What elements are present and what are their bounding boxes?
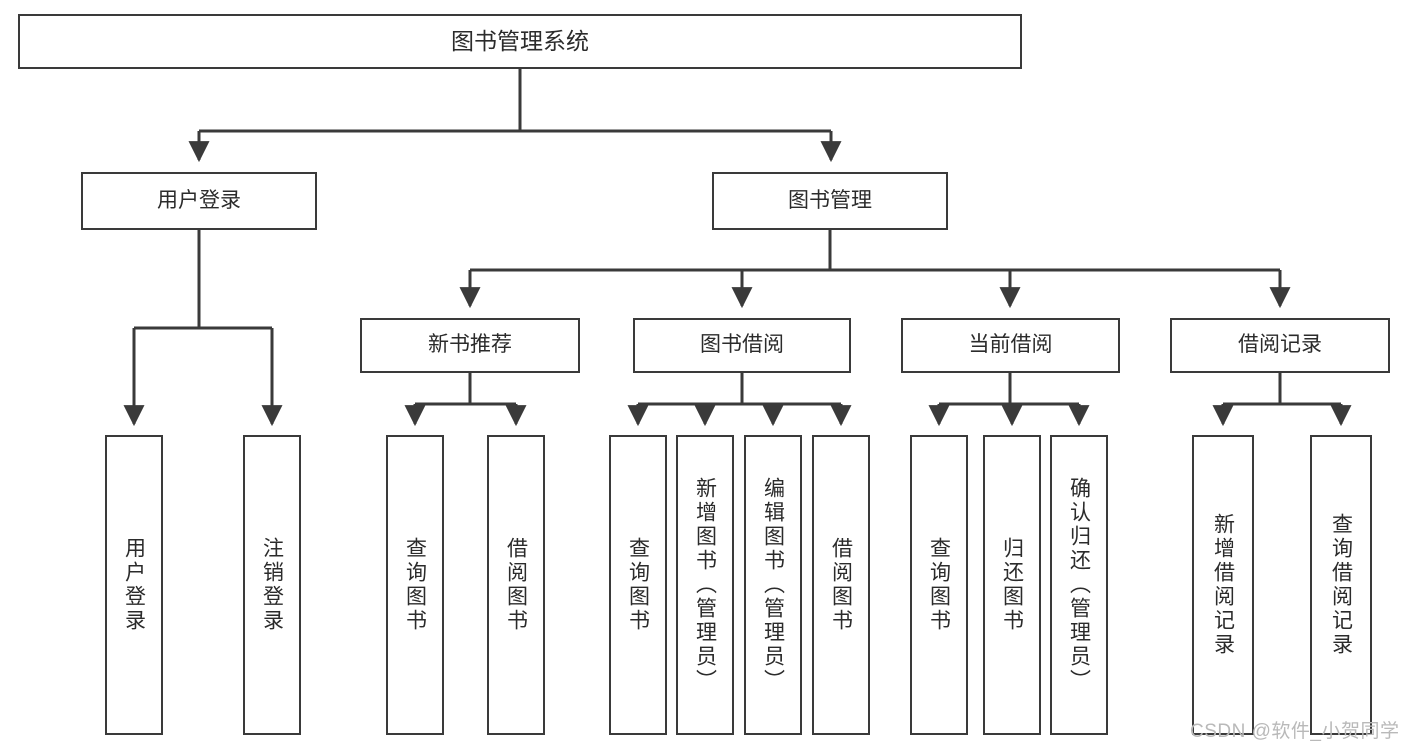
node-leaf-query-book-2-label: 查询图书: [626, 537, 650, 633]
node-leaf-add-book-label: 新增图书（管理员）: [693, 477, 717, 693]
node-user-login-label: 用户登录: [157, 188, 241, 212]
node-leaf-query-book-1[interactable]: 查询图书: [386, 435, 444, 735]
node-leaf-borrow-book-1[interactable]: 借阅图书: [487, 435, 545, 735]
node-leaf-add-record-label: 新增借阅记录: [1211, 513, 1235, 657]
node-leaf-return-book-label: 归还图书: [1000, 537, 1024, 633]
node-current-borrow[interactable]: 当前借阅: [901, 318, 1120, 373]
node-leaf-logout[interactable]: 注销登录: [243, 435, 301, 735]
node-leaf-add-record[interactable]: 新增借阅记录: [1192, 435, 1254, 735]
node-book-borrow[interactable]: 图书借阅: [633, 318, 851, 373]
node-new-book-recommend[interactable]: 新书推荐: [360, 318, 580, 373]
node-borrow-record[interactable]: 借阅记录: [1170, 318, 1390, 373]
node-leaf-query-book-3[interactable]: 查询图书: [910, 435, 968, 735]
node-book-manage-label: 图书管理: [788, 188, 872, 212]
node-borrow-record-label: 借阅记录: [1238, 333, 1322, 357]
node-leaf-edit-book-label: 编辑图书（管理员）: [761, 477, 785, 693]
node-book-borrow-label: 图书借阅: [700, 333, 784, 357]
node-leaf-confirm-return-label: 确认归还（管理员）: [1067, 477, 1091, 693]
node-leaf-borrow-book-2[interactable]: 借阅图书: [812, 435, 870, 735]
node-leaf-add-book[interactable]: 新增图书（管理员）: [676, 435, 734, 735]
node-user-login[interactable]: 用户登录: [81, 172, 317, 230]
node-leaf-borrow-book-2-label: 借阅图书: [829, 537, 853, 633]
node-leaf-borrow-book-1-label: 借阅图书: [504, 537, 528, 633]
node-root-label: 图书管理系统: [451, 28, 589, 55]
node-leaf-edit-book[interactable]: 编辑图书（管理员）: [744, 435, 802, 735]
node-leaf-query-book-1-label: 查询图书: [403, 537, 427, 633]
node-leaf-user-login[interactable]: 用户登录: [105, 435, 163, 735]
node-new-book-recommend-label: 新书推荐: [428, 333, 512, 357]
node-leaf-confirm-return[interactable]: 确认归还（管理员）: [1050, 435, 1108, 735]
node-leaf-return-book[interactable]: 归还图书: [983, 435, 1041, 735]
node-leaf-query-record[interactable]: 查询借阅记录: [1310, 435, 1372, 735]
node-leaf-query-book-2[interactable]: 查询图书: [609, 435, 667, 735]
watermark: CSDN @软件_小贺同学: [1190, 721, 1400, 742]
node-leaf-query-record-label: 查询借阅记录: [1329, 513, 1353, 657]
node-current-borrow-label: 当前借阅: [968, 333, 1053, 357]
node-root[interactable]: 图书管理系统: [18, 14, 1022, 69]
node-leaf-query-book-3-label: 查询图书: [927, 537, 951, 633]
node-leaf-logout-label: 注销登录: [260, 537, 284, 633]
node-leaf-user-login-label: 用户登录: [122, 537, 146, 633]
node-book-manage[interactable]: 图书管理: [712, 172, 948, 230]
